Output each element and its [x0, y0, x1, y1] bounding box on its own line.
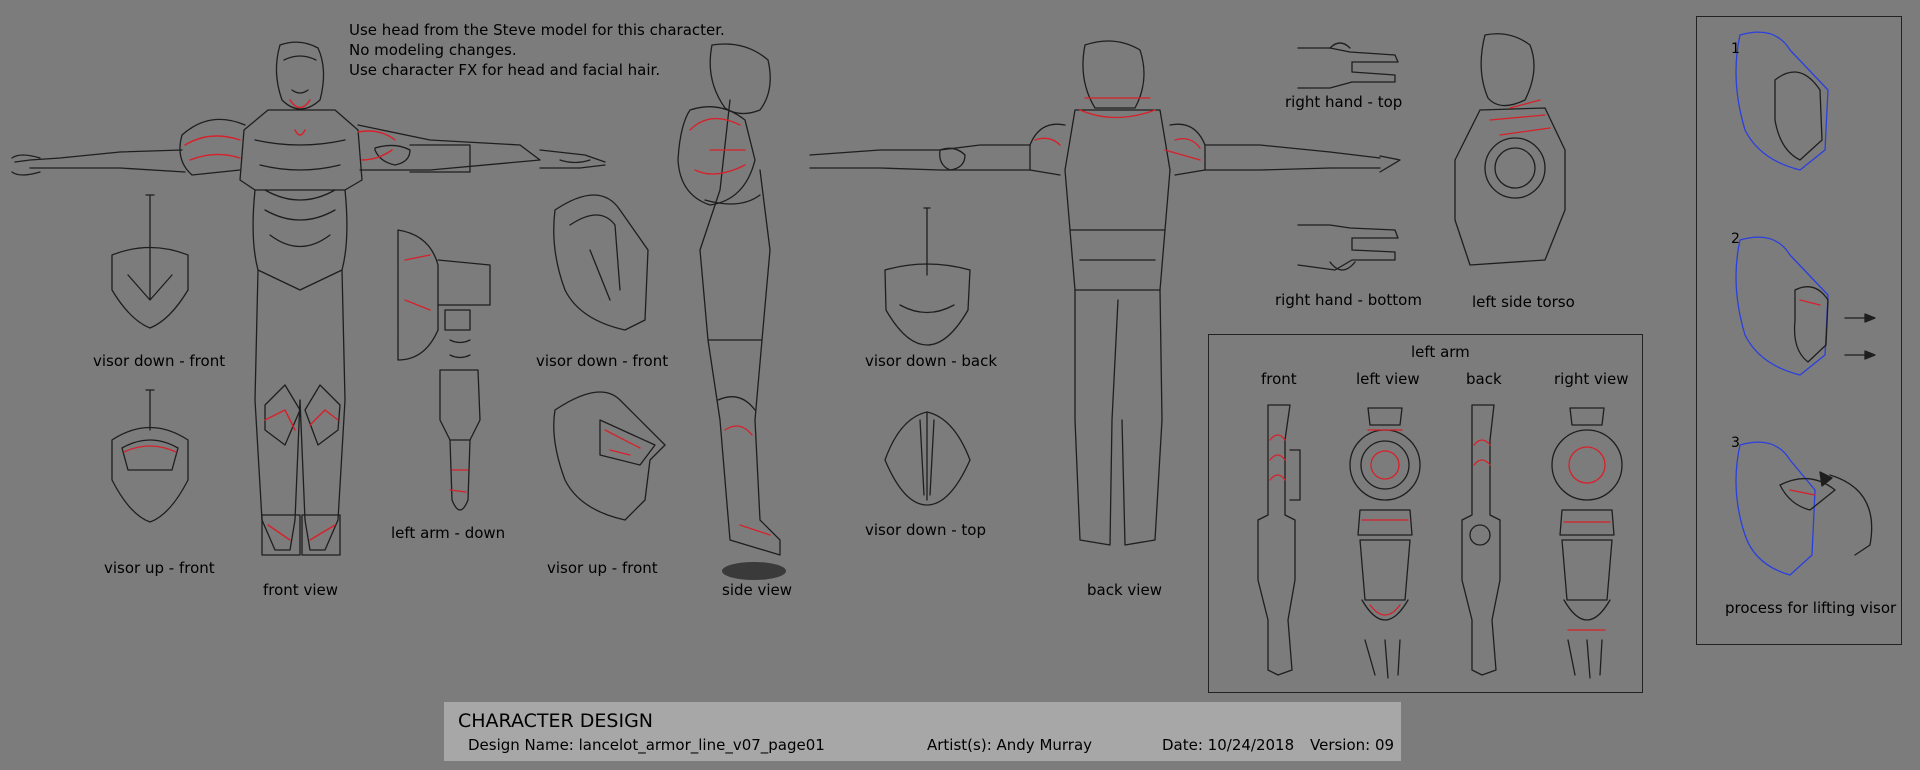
- left-arm-down-highlights: [404, 254, 469, 493]
- note-line: Use character FX for head and facial hai…: [349, 61, 661, 79]
- process-caption: process for lifting visor: [1725, 599, 1897, 617]
- visor-process-blue-lines: [1735, 31, 1829, 576]
- visor-process-panel: 1 2 3 process for lifting visor: [1696, 16, 1902, 645]
- left-arm-panel: left arm front left view back right view: [1208, 334, 1643, 693]
- left-arm-view-label: front: [1261, 370, 1297, 388]
- design-version: Version: 09: [1310, 736, 1395, 754]
- process-arrowheads: [1864, 313, 1876, 360]
- side-view-figure: [677, 43, 781, 556]
- left-arm-down-figure: [397, 229, 491, 511]
- side-view-shadow: [722, 562, 786, 580]
- label-back-view: back view: [1087, 581, 1162, 599]
- visor-up-small-highlights: [123, 445, 177, 453]
- visor-down-top-figure: [884, 411, 971, 506]
- label-side-view: side view: [722, 581, 793, 599]
- left-side-torso-highlights: [1489, 99, 1551, 136]
- process-step-number: 2: [1731, 231, 1740, 247]
- right-hand-top-figure: [1297, 42, 1399, 89]
- design-date: Date: 10/24/2018: [1162, 736, 1295, 754]
- process-step-number: 3: [1731, 435, 1740, 451]
- process-curve-arrowhead: [1819, 471, 1833, 487]
- front-view-figure: [11, 41, 606, 556]
- visor-down-front-small: [111, 194, 189, 329]
- right-hand-bottom-figure: [1297, 224, 1399, 271]
- visor-up-front-large: [553, 391, 666, 521]
- label-right-hand-top: right hand - top: [1285, 93, 1403, 111]
- design-name: Design Name: lancelot_armor_line_v07_pag…: [468, 736, 825, 754]
- left-arm-view-label: right view: [1554, 370, 1629, 388]
- visor-up-front-small: [111, 389, 189, 523]
- label-left-side-torso: left side torso: [1472, 293, 1575, 311]
- left-arm-panel-title: left arm: [1411, 343, 1470, 361]
- label-visor-down-top: visor down - top: [865, 521, 986, 539]
- visor-down-back-figure: [884, 207, 971, 346]
- note-line: No modeling changes.: [349, 41, 517, 59]
- back-view-figure: [809, 40, 1401, 546]
- side-view-highlights: [689, 118, 771, 536]
- label-front-view: front view: [263, 581, 338, 599]
- label-visor-down-front-large: visor down - front: [536, 352, 669, 370]
- visor-up-large-highlights: [604, 429, 641, 456]
- label-left-arm-down: left arm - down: [391, 524, 506, 542]
- back-view-highlights: [1034, 97, 1201, 161]
- production-notes: Use head from the Steve model for this c…: [349, 20, 725, 80]
- label-visor-up-front-large: visor up - front: [547, 559, 658, 577]
- left-arm-panel-figures: [1257, 404, 1623, 679]
- label-visor-down-front: visor down - front: [93, 352, 226, 370]
- note-line: Use head from the Steve model for this c…: [349, 21, 725, 39]
- label-visor-down-back: visor down - back: [865, 352, 998, 370]
- title-block: CHARACTER DESIGN Design Name: lancelot_a…: [444, 702, 1401, 761]
- label-visor-up-front: visor up - front: [104, 559, 215, 577]
- left-arm-panel-highlights: [1269, 429, 1611, 631]
- front-view-highlights: [184, 99, 396, 541]
- left-side-torso-figure: [1454, 33, 1566, 266]
- process-step-number: 1: [1731, 41, 1740, 57]
- artist-name: Artist(s): Andy Murray: [927, 736, 1093, 754]
- title-block-heading: CHARACTER DESIGN: [458, 710, 654, 732]
- visor-down-front-large: [553, 194, 649, 331]
- label-right-hand-bottom: right hand - bottom: [1275, 291, 1422, 309]
- visor-process-highlights: [1789, 299, 1821, 496]
- left-arm-view-label: left view: [1356, 370, 1420, 388]
- left-arm-view-label: back: [1466, 370, 1502, 388]
